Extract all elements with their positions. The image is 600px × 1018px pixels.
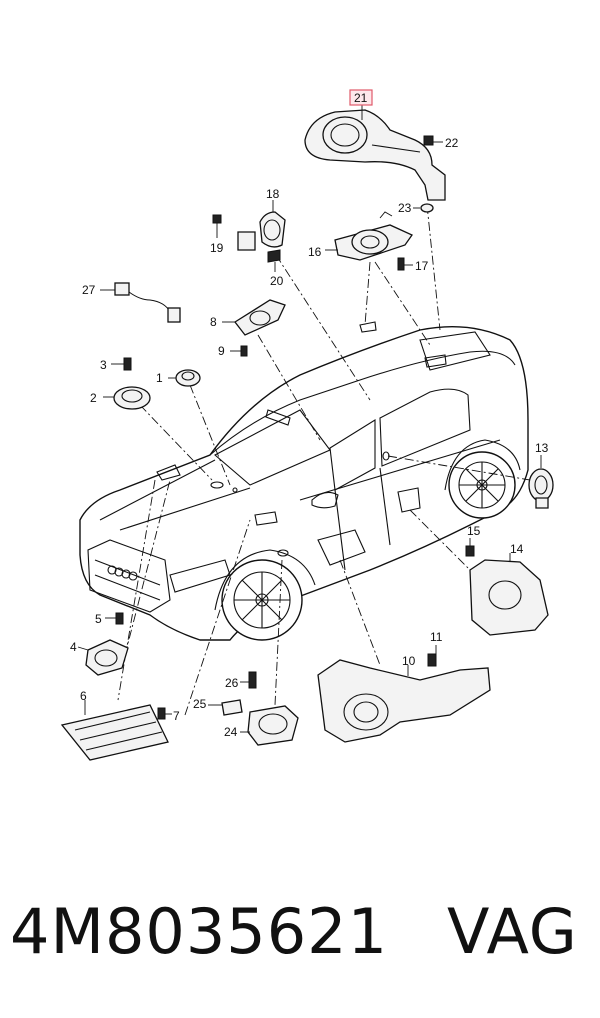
callout-7: 7: [173, 709, 180, 723]
part-21-subwoofer-enclosure: [304, 104, 446, 201]
callout-8: 8: [210, 315, 217, 329]
callout-20: 20: [270, 274, 284, 288]
callout-26: 26: [225, 676, 239, 690]
part-7-screw: [157, 707, 172, 720]
part-number: 4M8035621: [10, 895, 389, 968]
part-20-clip: [267, 249, 281, 272]
callout-22: 22: [445, 136, 459, 150]
callout-25: 25: [193, 697, 207, 711]
callout-21: 21: [354, 91, 368, 105]
part-9-screw: [230, 345, 248, 357]
part-13-ring-speaker: [528, 455, 554, 509]
callout-6: 6: [80, 689, 87, 703]
callout-10: 10: [402, 654, 416, 668]
callout-13: 13: [535, 441, 549, 455]
part-22-nut: [423, 135, 443, 146]
callout-15: 15: [467, 524, 481, 538]
part-14-housing: [469, 553, 549, 636]
part-25-clip: [208, 699, 243, 716]
part-19-screw: [212, 214, 256, 251]
part-26-screw: [240, 671, 257, 689]
callout-11: 11: [430, 630, 443, 644]
part-24-speaker: [240, 705, 299, 746]
part-17-screw: [397, 257, 413, 271]
part-2-speaker: [103, 386, 151, 410]
callout-9: 9: [218, 344, 225, 358]
part-23-washer: [413, 203, 434, 213]
highlight-box-21: [349, 89, 373, 106]
callout-4: 4: [70, 640, 77, 654]
part-8-speaker: [222, 299, 286, 336]
part-6-grille: [60, 700, 169, 761]
car-body: [79, 321, 529, 641]
callout-14: 14: [510, 542, 524, 556]
callout-24: 24: [224, 725, 238, 739]
diagram-svg: 21 22 23 16 17 18 19: [60, 89, 554, 761]
part-18-tweeter: [259, 200, 286, 248]
part-11-screw: [427, 645, 437, 667]
callout-2: 2: [90, 391, 97, 405]
callout-27: 27: [82, 283, 96, 297]
callout-3: 3: [100, 358, 107, 372]
part-27-cable: [100, 282, 181, 323]
callout-1: 1: [156, 371, 163, 385]
callout-5: 5: [95, 612, 102, 626]
callout-23: 23: [398, 201, 412, 215]
part-15-screw: [465, 538, 475, 557]
part-5-screw: [105, 612, 124, 625]
part-1-ring: [168, 369, 201, 387]
callout-16: 16: [308, 245, 322, 259]
brand-label: VAG: [447, 895, 578, 968]
part-4-speaker: [77, 639, 129, 676]
callout-18: 18: [266, 187, 280, 201]
callout-17: 17: [415, 259, 429, 273]
part-10-duct: [317, 659, 491, 743]
leader-lines: [117, 204, 531, 716]
part-3-screw: [111, 357, 132, 371]
part-16-speaker-bracket: [325, 211, 413, 261]
callout-19: 19: [210, 241, 224, 255]
exploded-parts-diagram: 21 22 23 16 17 18 19: [60, 89, 554, 761]
